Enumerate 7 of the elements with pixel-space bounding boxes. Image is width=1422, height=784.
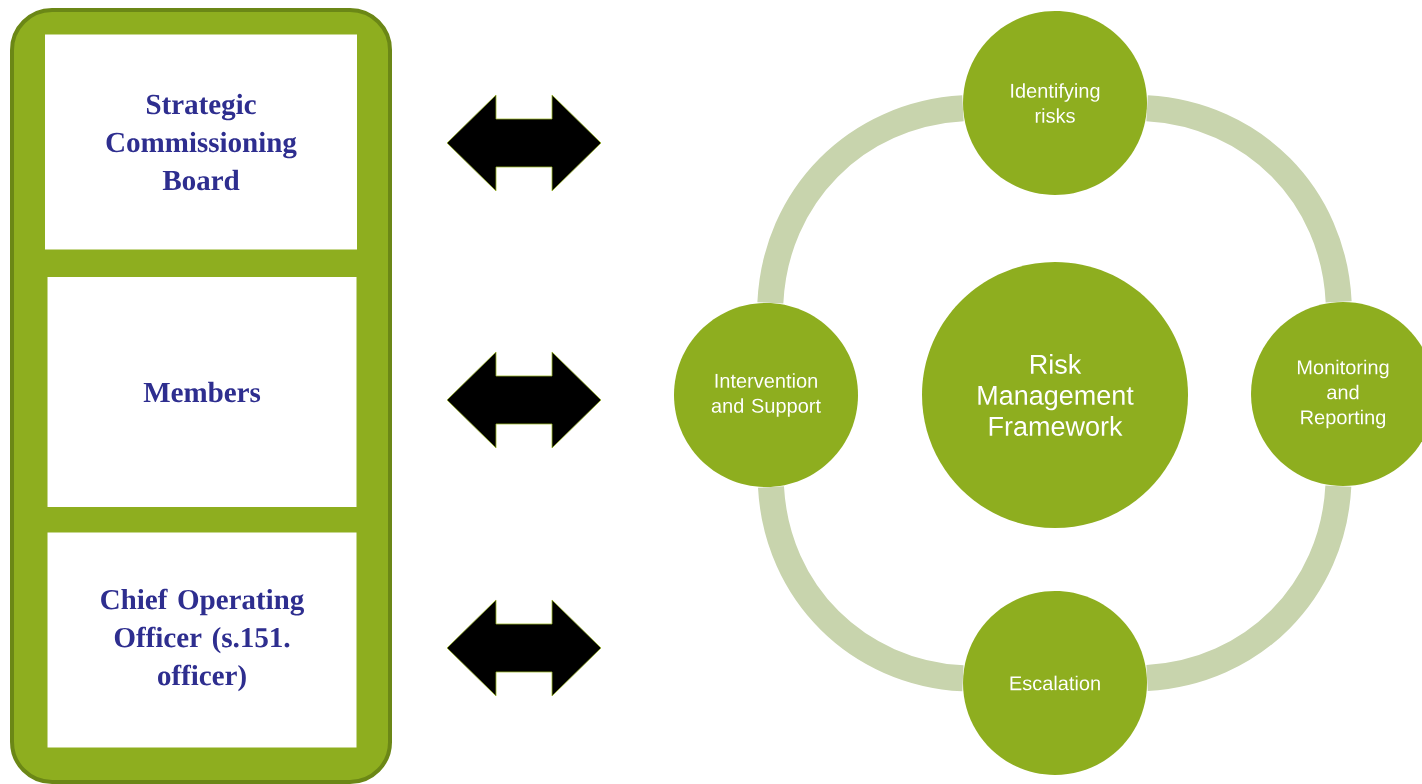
ring-arc bbox=[1145, 484, 1352, 691]
text-box: Chief Operating Officer (s.151. officer) bbox=[47, 532, 357, 748]
text-box: Members bbox=[47, 277, 357, 507]
ring-arc bbox=[1145, 95, 1352, 304]
text-box: Strategic Commissioning Board bbox=[45, 34, 357, 250]
ring-arc bbox=[757, 95, 965, 305]
ring-arc bbox=[758, 485, 965, 692]
